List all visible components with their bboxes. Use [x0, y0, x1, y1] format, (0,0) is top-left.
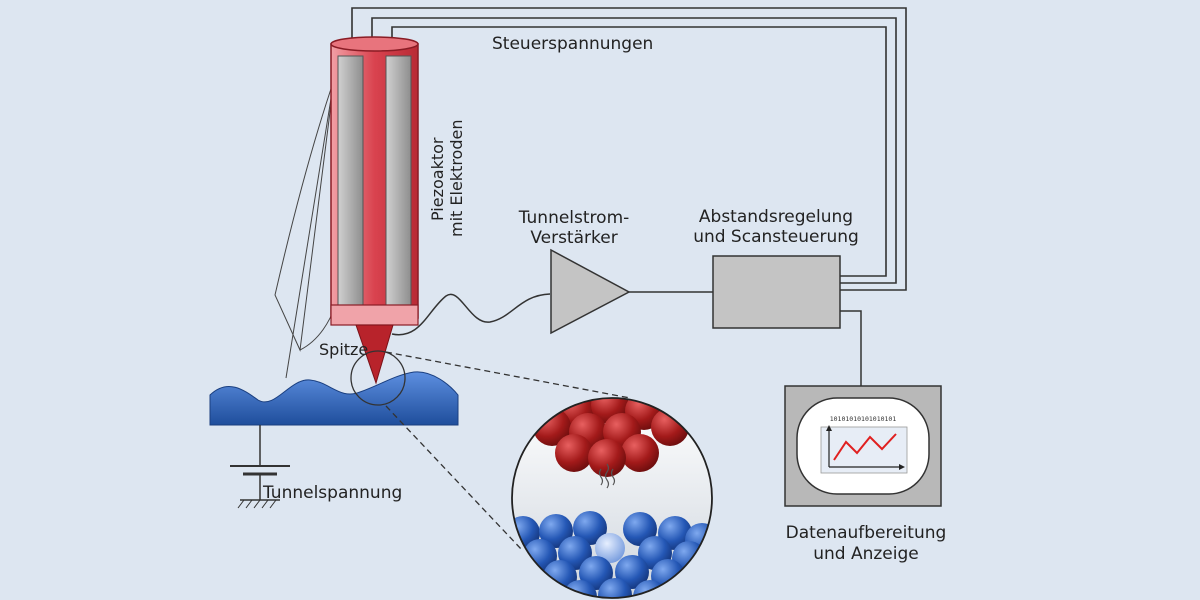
piezo-label-line2: mit Elektroden	[447, 120, 466, 237]
piezo-actuator	[330, 36, 419, 326]
sample	[209, 371, 459, 426]
control-voltage-wires	[351, 7, 907, 291]
tunnel-voltage-circuit	[230, 425, 290, 509]
zoom-guide-lines	[385, 351, 631, 551]
piezo-scan-outline	[274, 79, 337, 379]
display-bitstream: 10101010101010101	[830, 415, 897, 423]
piezo-label-line1: Piezoaktor	[428, 137, 447, 221]
tunnel-voltage-label: Tunnelspannung	[262, 483, 402, 503]
amplifier-label-line2: Verstärker	[530, 228, 617, 248]
tip-atoms	[533, 398, 689, 477]
display-label-line1: Datenaufbereitung	[786, 523, 947, 543]
display-monitor	[784, 385, 942, 507]
tunnel-current-waves	[598, 463, 616, 489]
display-label-line2: und Anzeige	[813, 544, 919, 564]
tip-signal-wire	[391, 293, 551, 336]
control-voltage-label: Steuerspannungen	[492, 34, 653, 54]
controller-label-line1: Abstandsregelung	[699, 207, 853, 227]
zoom-region-circle	[350, 350, 406, 406]
tip-label: Spitze	[319, 340, 368, 359]
controller-label-line2: und Scansteuerung	[693, 227, 859, 247]
piezo-electrode-right	[385, 55, 412, 309]
controller-display-wire	[840, 310, 862, 386]
atomic-zoom-view	[511, 397, 713, 599]
amplifier	[550, 248, 631, 335]
display-graph-line	[833, 433, 897, 461]
amplifier-label-line1: Tunnelstrom-	[518, 208, 630, 228]
controller-box	[712, 255, 841, 329]
piezo-electrode-left	[337, 55, 364, 309]
